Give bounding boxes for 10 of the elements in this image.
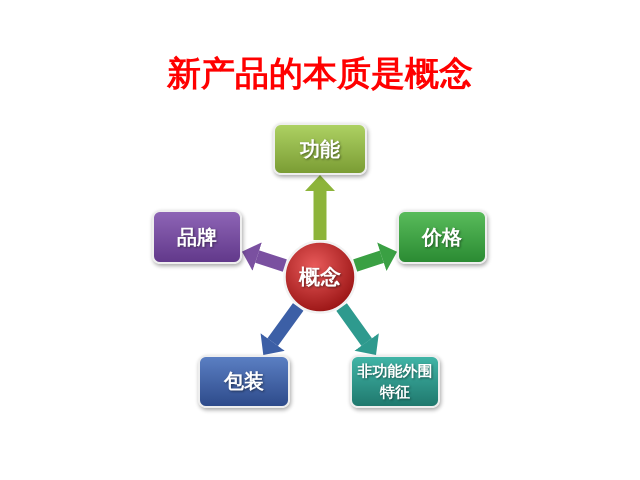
process-box: 包装 [198,355,290,408]
arrow [353,242,400,272]
arrow [305,175,335,240]
center-circle: 概念 [283,240,357,314]
title: 新产品的本质是概念 [167,53,473,96]
process-box: 价格 [397,210,487,264]
process-box: 品牌 [152,210,242,264]
process-box: 非功能外围特征 [350,355,440,408]
arrow [240,242,287,272]
process-box: 功能 [273,123,367,175]
